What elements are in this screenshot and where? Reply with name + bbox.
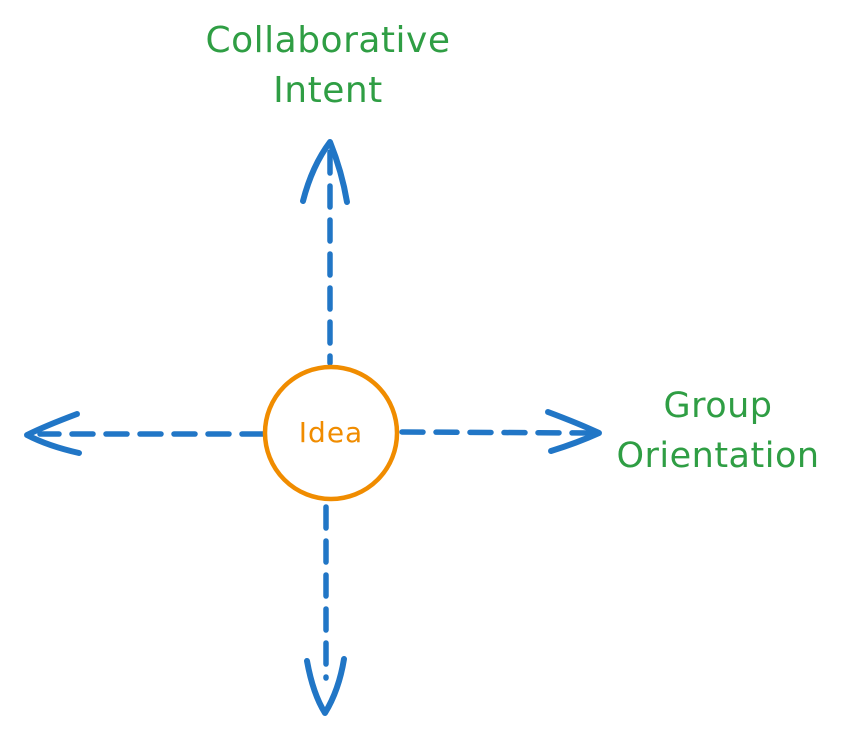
up-arrow-head-icon [300, 139, 350, 205]
idea-circle [262, 364, 400, 502]
right-arrow-line [399, 429, 595, 436]
collaborative-intent-label: Collaborative Intent [205, 20, 451, 111]
left-arrow-head-icon [24, 411, 82, 456]
idea-label: Idea [298, 416, 364, 449]
down-arrow-head-icon [304, 656, 347, 716]
right-arrow-head-icon [545, 409, 602, 454]
group-orientation-label: Group Orientation [616, 386, 820, 476]
arrowheads [24, 139, 602, 716]
dashed-axis-lines [37, 149, 595, 681]
